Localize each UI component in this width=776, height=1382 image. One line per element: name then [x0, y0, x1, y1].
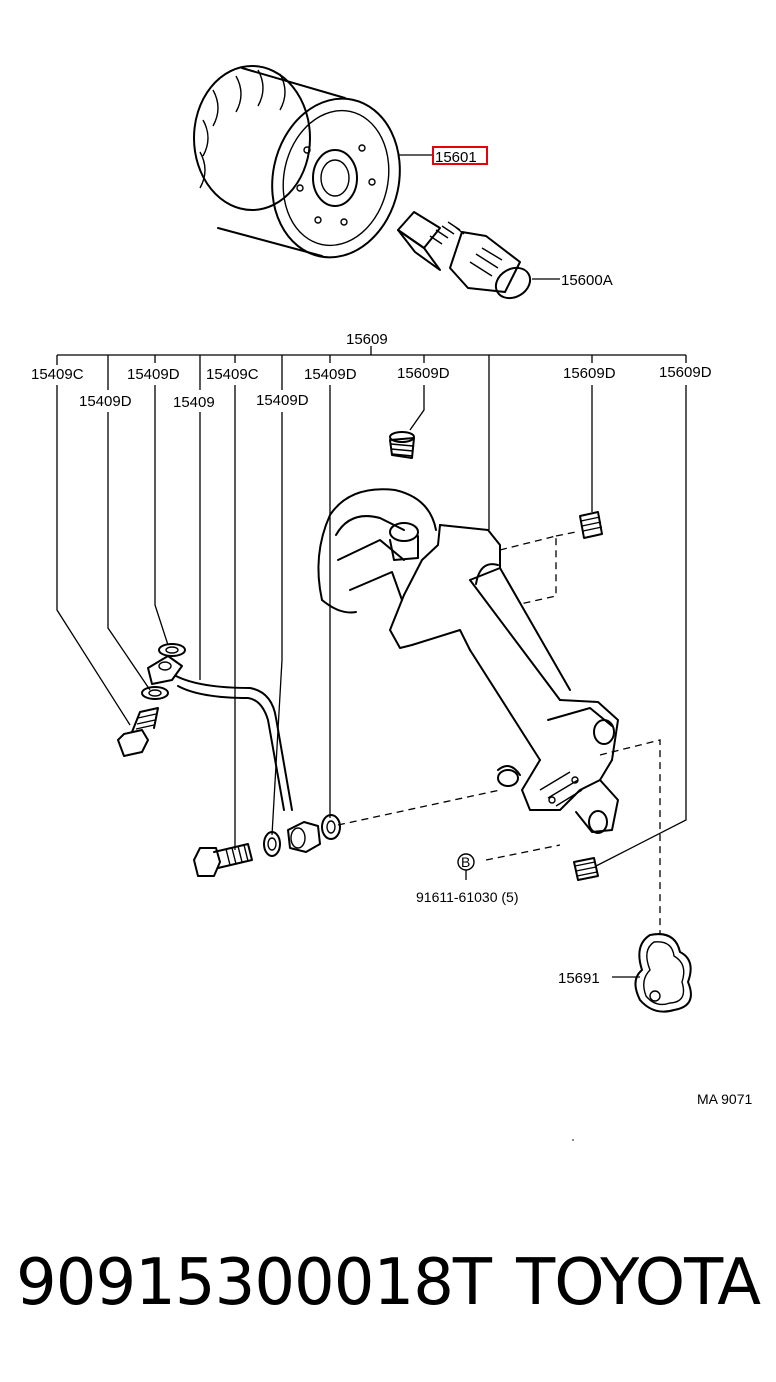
label-15409d-top-2[interactable]: 15409D — [304, 366, 357, 383]
part-number: 90915300018T — [16, 1246, 492, 1320]
filter-part-label[interactable]: 15601 — [435, 149, 477, 166]
bolt-ref-marker: B — [461, 854, 470, 870]
label-15409c-left[interactable]: 15409C — [31, 366, 84, 383]
cooler-assy-label[interactable]: 15609 — [346, 331, 388, 348]
label-15609d-1[interactable]: 15609D — [397, 365, 450, 382]
filter-part-highlight[interactable] — [432, 146, 488, 165]
plug-bottom — [573, 857, 599, 881]
bolt-ref-label[interactable]: 91611-61030 (5) — [416, 889, 518, 905]
label-15609d-3[interactable]: 15609D — [659, 364, 712, 381]
gasket-drawing — [634, 933, 692, 1013]
label-15409d-low-2[interactable]: 15409D — [256, 392, 309, 409]
label-15409c-center[interactable]: 15409C — [206, 366, 259, 383]
label-15609d-2[interactable]: 15609D — [563, 365, 616, 382]
banjo-bolt-bottom-drawing — [193, 814, 341, 877]
union-bolt-drawing — [397, 211, 532, 300]
plug-top — [389, 431, 415, 459]
union-bolt-label[interactable]: 15600A — [561, 272, 613, 289]
brand-name: TOYOTA — [516, 1246, 761, 1320]
footer: 90915300018T TOYOTA — [16, 1238, 761, 1328]
oil-filter-drawing — [193, 65, 401, 259]
banjo-bolt-left-drawing — [117, 643, 186, 757]
diagram-code: MA 9071 — [697, 1091, 752, 1107]
label-15409d-top-1[interactable]: 15409D — [127, 366, 180, 383]
plug-right — [579, 511, 603, 539]
label-15409d-low-1[interactable]: 15409D — [79, 393, 132, 410]
gasket-label[interactable]: 15691 — [558, 970, 600, 987]
oil-cooler-body-drawing — [317, 488, 619, 834]
label-15409[interactable]: 15409 — [173, 394, 215, 411]
